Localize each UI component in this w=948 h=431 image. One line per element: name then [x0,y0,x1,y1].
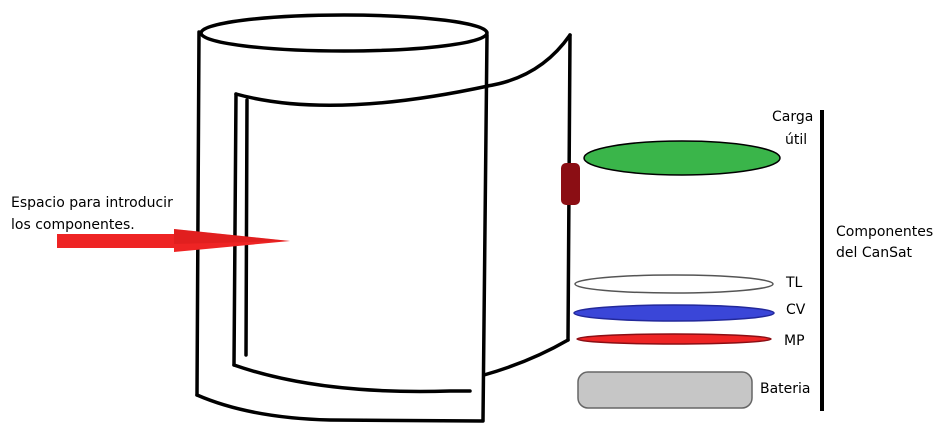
insert-arrow-tip-shade [174,229,290,244]
battery-label: Bateria [760,381,811,397]
cylinder-bottom-edge [195,393,485,423]
group-label-line2: del CanSat [836,245,913,261]
mp-disc [576,333,772,345]
door-bottom [482,338,570,377]
cylinder-left-edge [195,30,201,397]
cylinder-right-edge [481,33,489,422]
door-top [485,33,572,88]
cv-label: CV [786,302,806,318]
space-label-line2: los componentes. [11,217,135,233]
door-latch [561,163,580,205]
insert-arrow [57,229,290,252]
tl-label: TL [786,275,803,291]
cv-disc [573,304,775,322]
compartment-top [234,84,490,107]
cylinder-top-rim [199,13,489,53]
battery-block [577,371,753,409]
mp-label: MP [784,333,805,349]
payload-label-line2: útil [785,132,808,148]
compartment-left [232,92,238,367]
payload-disc [583,140,781,176]
compartment-bottom [232,363,472,394]
door-flap [482,33,572,377]
compartment-left-inner [244,98,249,357]
component-compartment [232,84,490,394]
group-label-line1: Componentes [836,224,934,240]
space-label-line1: Espacio para introducir [11,195,173,211]
tl-disc [574,274,774,294]
cansat-cylinder [195,13,489,423]
payload-label-line1: Carga [772,109,814,125]
